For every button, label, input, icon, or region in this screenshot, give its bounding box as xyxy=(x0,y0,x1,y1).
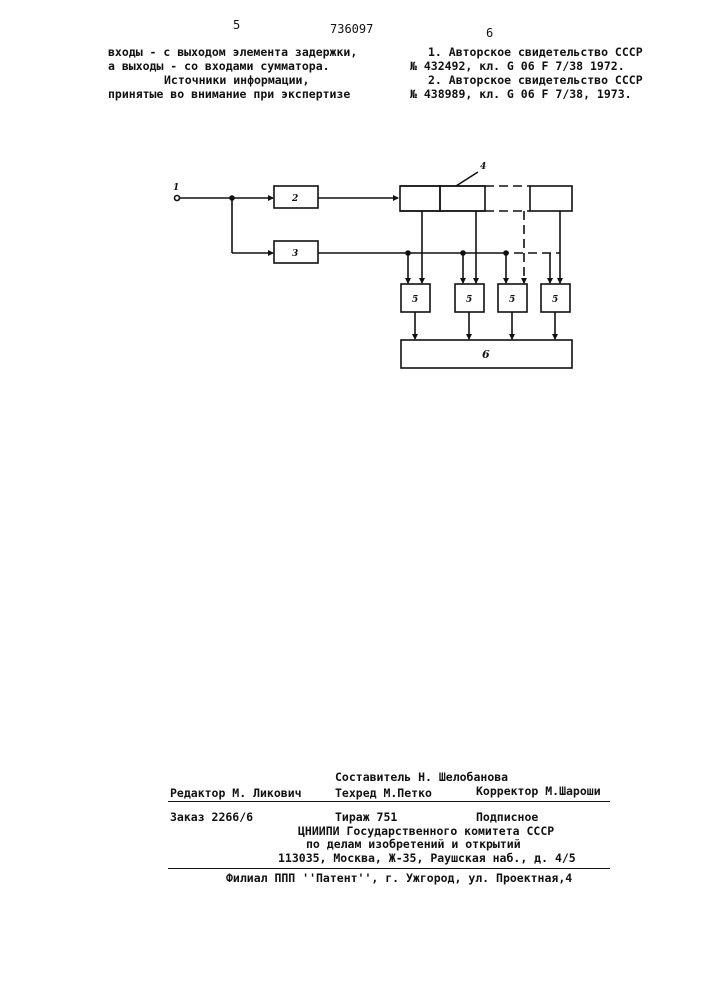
input-terminal xyxy=(175,196,180,201)
footer-rule-2 xyxy=(168,868,610,869)
order-number: Заказ 2266/6 xyxy=(170,810,253,824)
input-label: 1 xyxy=(173,183,179,193)
multiplier-2-label: 5 xyxy=(466,295,472,305)
organization-line-2: по делам изобретений и открытий xyxy=(306,837,521,851)
footer-rule-1 xyxy=(168,801,610,802)
organization-address: 113035, Москва, Ж-35, Раушская наб., д. … xyxy=(278,851,576,865)
corrector-credit: Корректор М.Шароши xyxy=(476,784,601,798)
organization-line-1: ЦНИИПИ Государственного комитета СССР xyxy=(298,824,554,838)
multiplier-3-label: 5 xyxy=(509,295,515,305)
register-label: 4 xyxy=(480,162,486,172)
register-cell-2 xyxy=(440,186,485,211)
circulation: Тираж 751 xyxy=(335,810,397,824)
block-3-label: 3 xyxy=(292,249,298,259)
branch-address: Филиал ППП ''Патент'', г. Ужгород, ул. П… xyxy=(226,871,572,885)
subscription: Подписное xyxy=(476,810,538,824)
adder-label: 6 xyxy=(482,348,490,361)
register-cell-last xyxy=(530,186,572,211)
editor-credit: Редактор М. Ликович xyxy=(170,786,302,800)
compiler-credit: Составитель Н. Шелобанова xyxy=(335,770,508,784)
techred-credit: Техред М.Петко xyxy=(335,786,432,800)
register-cell-1 xyxy=(400,186,440,211)
multiplier-4-label: 5 xyxy=(552,295,558,305)
block-2-label: 2 xyxy=(291,194,298,204)
multiplier-1-label: 5 xyxy=(412,295,418,305)
